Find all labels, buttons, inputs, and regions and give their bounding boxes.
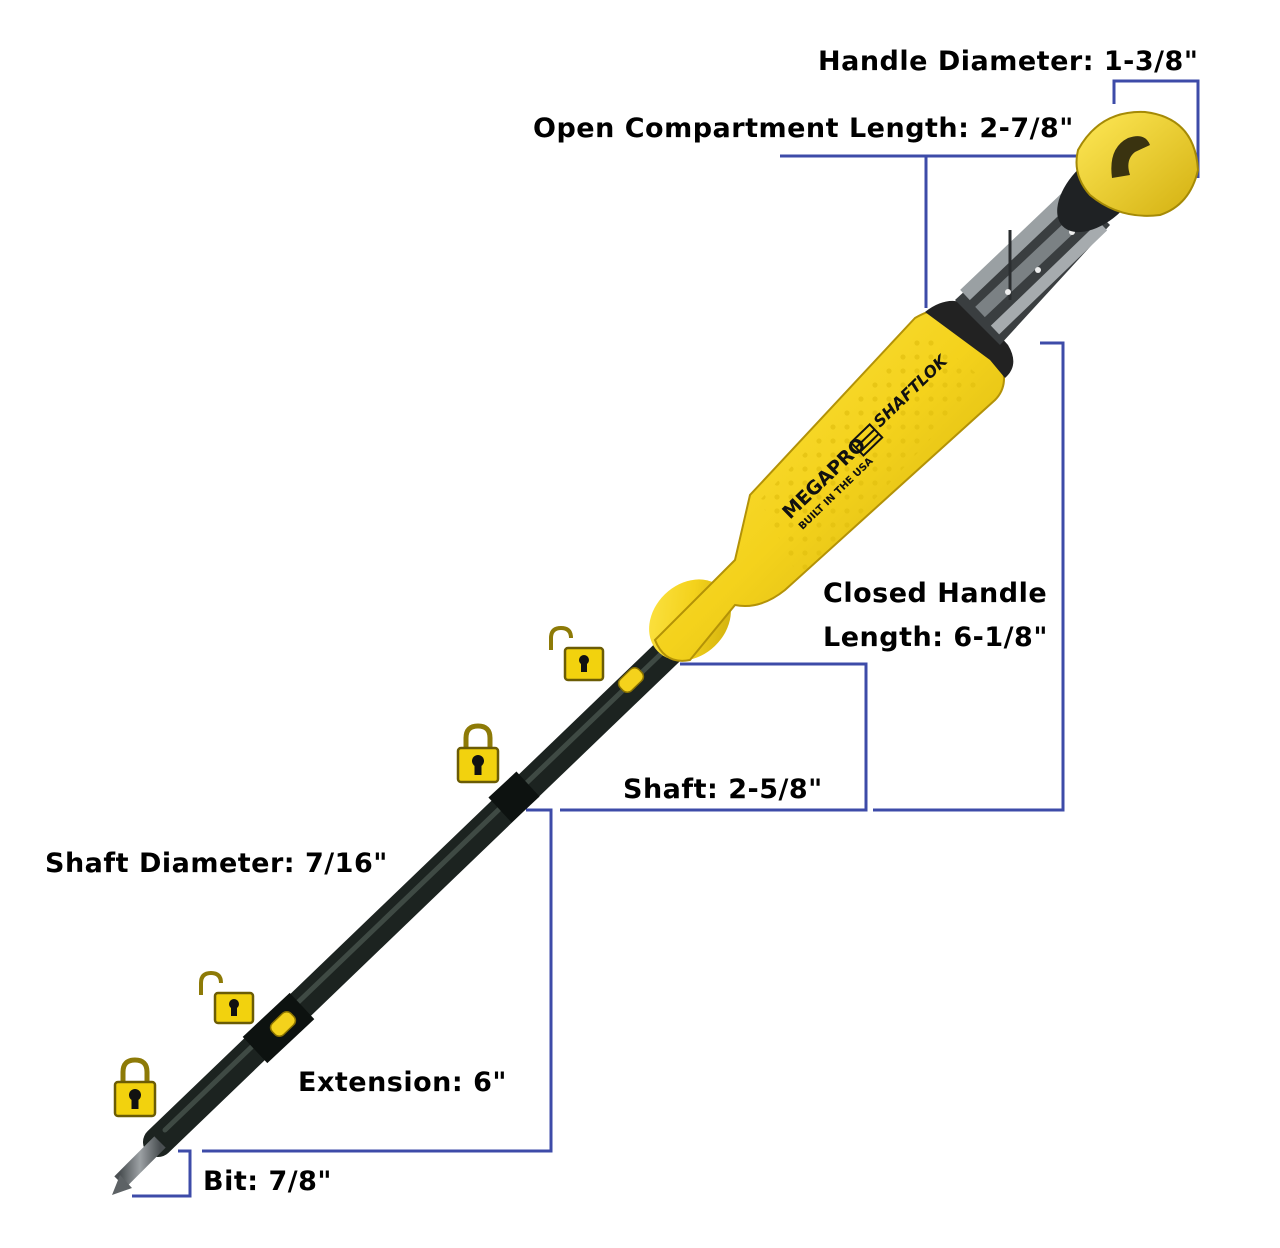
extension-lock-button	[269, 1010, 297, 1038]
bit	[112, 1136, 166, 1195]
shaft-rod	[143, 633, 687, 1157]
handle-diameter-label: Handle Diameter: 1-3/8"	[818, 46, 1199, 77]
end-cap	[1075, 110, 1200, 217]
shaft-label: Shaft: 2-5/8"	[623, 774, 823, 805]
handle-diameter-bracket	[1112, 79, 1200, 178]
extension-bracket	[202, 808, 553, 1153]
closed-handle-label-line1: Closed Handle	[823, 578, 1048, 609]
shaft-bracket	[560, 662, 868, 812]
handle-grip-texture	[760, 330, 985, 580]
closed-handle-bracket	[873, 341, 1065, 812]
dimension-lines	[132, 79, 1200, 1198]
open-compartment-label: Open Compartment Length: 2-7/8"	[533, 113, 1074, 144]
locked-padlock-icon	[113, 1057, 157, 1118]
bit-bracket	[132, 1149, 192, 1198]
bit-label: Bit: 7/8"	[203, 1166, 332, 1197]
handle: MEGAPRO BUILT IN THE USA SHAFTLOK	[649, 300, 1014, 662]
locked-padlock-icon	[456, 723, 500, 784]
unlocked-padlock-icon	[199, 970, 255, 1025]
closed-handle-label-line2: Length: 6-1/8"	[823, 622, 1048, 653]
shaft-joint	[488, 771, 540, 823]
handle-collar	[925, 300, 1014, 378]
screwdriver: MEGAPRO BUILT IN THE USA SHAFTLOK	[112, 110, 1200, 1195]
unlocked-padlock-icon	[549, 625, 605, 682]
shaft-diameter-label: Shaft Diameter: 7/16"	[45, 848, 388, 879]
shaft-highlight	[162, 647, 668, 1133]
closed-handle-label: Closed Handle Length: 6-1/8"	[823, 572, 1048, 660]
shaft-lock-button	[617, 666, 645, 694]
flag-icon	[849, 423, 884, 457]
extension-label: Extension: 6"	[298, 1067, 507, 1098]
